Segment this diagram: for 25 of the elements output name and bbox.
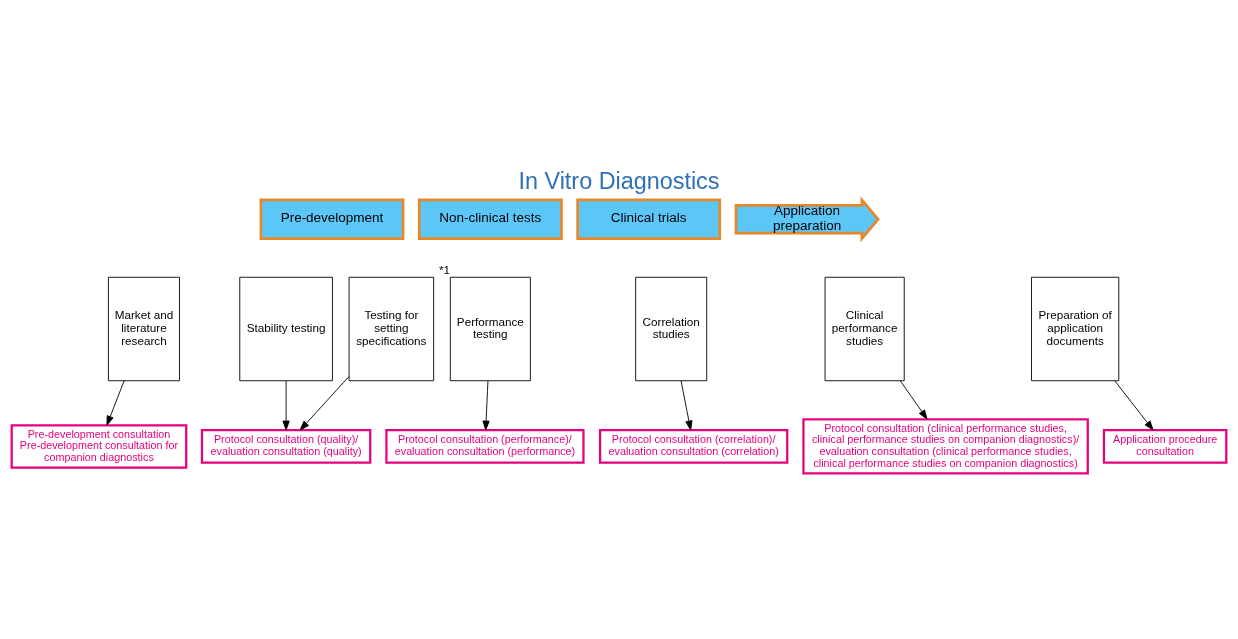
arrow <box>299 375 350 430</box>
arrow <box>680 380 693 430</box>
arrow <box>482 380 490 430</box>
node-box: Performance testing <box>449 276 531 381</box>
diagram-title: In Vitro Diagnostics <box>518 167 720 194</box>
node-box: Pre-development consultation Pre-development consultation for companion diagnostics <box>10 423 188 469</box>
node-box: Protocol consultation (quality)/ evaluation consultation (quality) <box>200 428 372 464</box>
node-box: Clinical trials <box>576 198 722 240</box>
node-box: Correlation studies <box>635 276 708 381</box>
arrow <box>106 380 125 426</box>
node-box: Stability testing <box>239 276 333 381</box>
node-box: Non-clinical tests <box>417 198 563 240</box>
node-box: Pre-development <box>259 198 405 240</box>
node-label: *1 <box>438 262 450 276</box>
node-box: Testing for setting specifications <box>348 276 435 381</box>
node-box: Preparation of application documents <box>1031 276 1120 381</box>
node-box: Protocol consultation (performance)/ evaluation consultation (performance) <box>385 428 585 464</box>
arrow <box>1114 380 1154 430</box>
node-box: Clinical performance studies <box>824 276 905 381</box>
node-box: Protocol consultation (correlation)/ evaluation consultation (correlation) <box>599 428 789 464</box>
arrow <box>899 380 928 420</box>
node-box: Application procedure consultation <box>1102 428 1228 464</box>
node-box: Protocol consultation (clinical performance studies, clinical performance studies on companion diagnostics)/ evaluation consultation (clinical performance studies, clinical performance studies on companion diagnostics) <box>802 417 1089 475</box>
arrow <box>282 380 290 430</box>
node-box: Market and literature research <box>107 276 180 381</box>
